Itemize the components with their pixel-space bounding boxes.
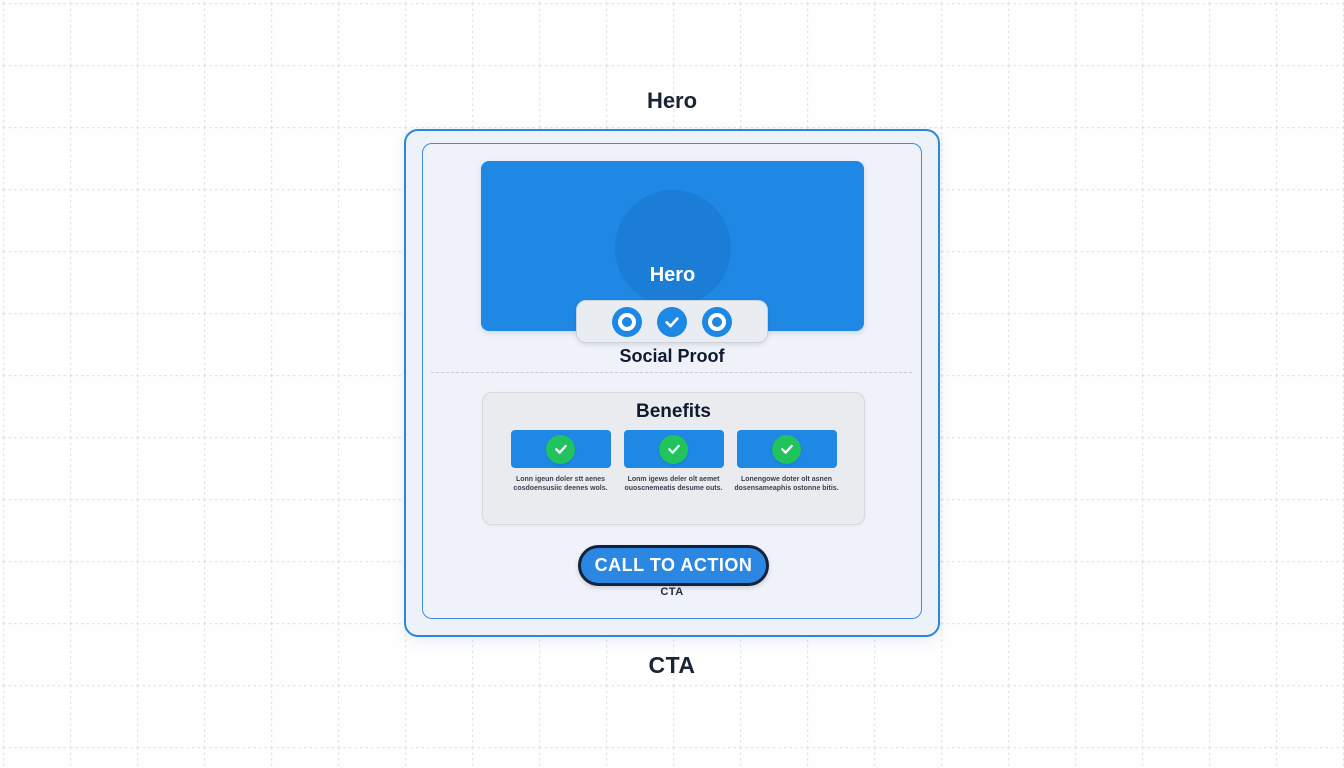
check-glyph bbox=[554, 444, 567, 454]
benefit-text: Lonn igeun doler stt aenes cosdoensusiic… bbox=[513, 476, 608, 492]
check-glyph bbox=[665, 316, 679, 327]
dashed-divider bbox=[431, 372, 912, 373]
hero-section-label: Hero bbox=[646, 88, 698, 113]
social-proof-label: Social Proof bbox=[619, 346, 725, 366]
circle-glyph bbox=[618, 312, 636, 331]
check-icon bbox=[772, 434, 801, 464]
benefit-image-placeholder bbox=[510, 430, 611, 468]
benefit-card: Lonn igeun doler stt aenes cosdoensusiic… bbox=[510, 430, 611, 493]
benefit-image-placeholder bbox=[736, 430, 837, 468]
cta-section-label: CTA bbox=[648, 652, 696, 678]
hero-circle-shape bbox=[614, 190, 731, 306]
check-icon[interactable] bbox=[657, 306, 687, 337]
check-icon bbox=[659, 434, 688, 464]
social-proof-toolbar bbox=[576, 300, 768, 343]
benefits-panel: Benefits Lonn igeun doler stt aenes cosd… bbox=[482, 392, 865, 525]
benefit-text: Lonm igews deler olt aemet ouoscnemeatis… bbox=[624, 476, 723, 492]
check-glyph bbox=[780, 444, 793, 454]
cta-caption: CTA bbox=[660, 586, 684, 598]
benefit-text: Lonengowe doter olt asnen dosensameaphis… bbox=[734, 476, 839, 492]
check-glyph bbox=[667, 444, 680, 454]
call-to-action-button[interactable]: CALL TO ACTION bbox=[578, 545, 769, 586]
benefit-image-placeholder bbox=[623, 430, 724, 468]
circle-icon[interactable] bbox=[702, 306, 732, 337]
benefits-row: Lonn igeun doler stt aenes cosdoensusiic… bbox=[483, 430, 864, 493]
check-icon bbox=[546, 434, 575, 464]
benefits-title: Benefits bbox=[636, 401, 711, 422]
wireframe-outer-frame[interactable]: Hero Social Proof Benefits bbox=[404, 129, 940, 637]
circle-icon[interactable] bbox=[612, 306, 642, 337]
benefit-card: Lonm igews deler olt aemet ouoscnemeatis… bbox=[623, 430, 724, 493]
wireframe-inner-frame: Hero Social Proof Benefits bbox=[422, 143, 922, 619]
benefit-card: Lonengowe doter olt asnen dosensameaphis… bbox=[734, 430, 839, 493]
hero-title: Hero bbox=[649, 264, 696, 286]
circle-glyph bbox=[708, 312, 726, 331]
